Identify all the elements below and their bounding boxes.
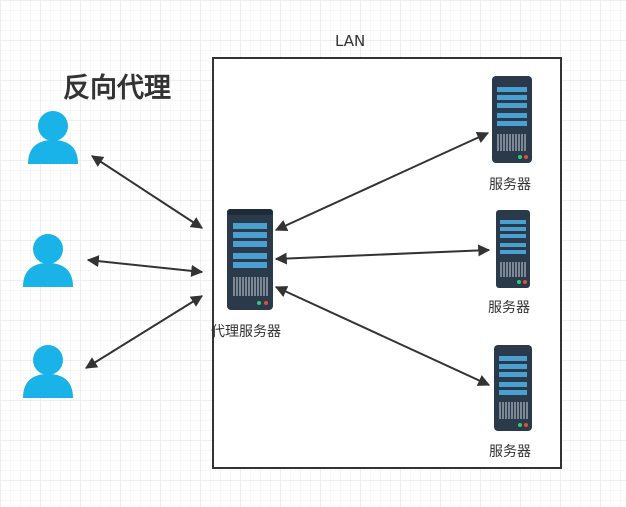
arrow-proxy-server3	[274, 286, 491, 386]
proxy-server-icon	[227, 209, 273, 310]
server-icon	[492, 76, 532, 163]
proxy-server-label: 代理服务器	[211, 324, 281, 340]
arrow-user1-proxy	[90, 155, 204, 229]
user-icon	[28, 111, 78, 164]
server-icon	[496, 210, 530, 288]
server-label: 服务器	[489, 177, 531, 193]
server-icon	[494, 345, 532, 431]
server-label: 服务器	[488, 300, 530, 316]
arrow-proxy-server1	[274, 132, 490, 231]
lan-label: LAN	[335, 32, 366, 50]
arrow-proxy-server2	[274, 244, 491, 265]
user-icon	[23, 234, 73, 287]
arrow-user3-proxy	[84, 295, 204, 369]
server-label: 服务器	[489, 444, 531, 460]
user-icon	[23, 345, 73, 398]
arrow-user2-proxy	[86, 255, 204, 277]
diagram-title: 反向代理	[63, 73, 171, 104]
